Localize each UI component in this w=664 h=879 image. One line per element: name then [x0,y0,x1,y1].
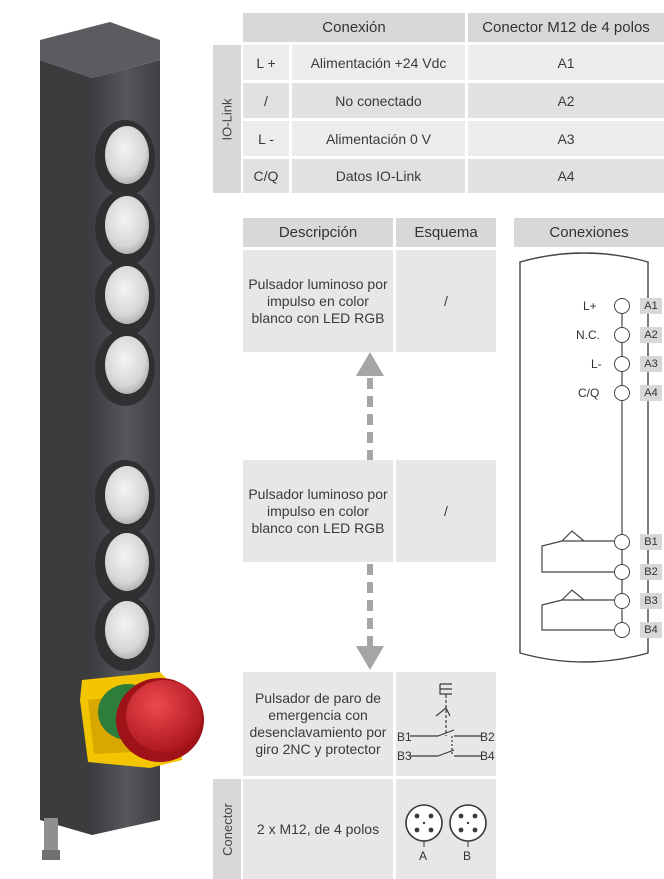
emergency-stop-schema [410,683,482,757]
item-1-schema: / [396,250,496,352]
desc-header-description: Descripción [243,218,393,247]
pin-row-2-pin: / [243,83,289,118]
schema-label-b4: B4 [480,749,495,763]
connector-description: 2 x M12, de 4 polos [243,779,393,879]
io-link-side-label: IO-Link [213,45,241,193]
terminal-b1 [614,534,630,550]
pin-row-4-desc: Datos IO-Link [292,159,465,193]
terminal-b2 [614,564,630,580]
item-2-schema: / [396,460,496,562]
pin-table-header-connection: Conexión [243,13,465,42]
light-buttons [95,120,155,671]
connection-label-lplus: L+ [583,299,597,313]
pin-row-3-contact: A3 [468,121,664,156]
pin-row-3-pin: L - [243,121,289,156]
pin-row-1-pin: L + [243,45,289,80]
dashed-double-arrow [356,352,384,670]
terminal-b4 [614,622,630,638]
terminal-a3 [614,356,630,372]
connector-side-label: Conector [213,779,241,879]
schema-label-b1: B1 [397,730,412,744]
terminal-a2 [614,327,630,343]
tag-a1: A1 [640,298,662,314]
connection-label-lminus: L- [591,357,602,371]
schema-label-b2: B2 [480,730,495,744]
pin-row-1-desc: Alimentación +24 Vdc [292,45,465,80]
tag-b3: B3 [640,593,662,609]
connection-label-cq: C/Q [578,386,600,400]
pin-row-4-pin: C/Q [243,159,289,193]
item-2-description: Pulsador luminoso por impulso en color b… [243,460,393,562]
terminal-a4 [614,385,630,401]
emergency-stop-button [80,672,204,768]
desc-header-schema: Esquema [396,218,496,247]
desc-header-connections: Conexiones [514,218,664,247]
connector-label-b: B [463,849,472,863]
tag-b4: B4 [640,622,662,638]
tag-a4: A4 [640,385,662,401]
pin-table-header-connector: Conector M12 de 4 polos [468,13,664,42]
pin-row-2-contact: A2 [468,83,664,118]
product-image [40,22,204,860]
pin-row-4-contact: A4 [468,159,664,193]
item-1-description: Pulsador luminoso por impulso en color b… [243,250,393,352]
schema-label-b3: B3 [397,749,412,763]
tag-b2: B2 [640,564,662,580]
connection-label-nc: N.C. [576,328,600,342]
pin-row-2-desc: No conectado [292,83,465,118]
m12-connector-icons [405,804,487,847]
item-3-description: Pulsador de paro de emergencia con desen… [243,672,393,776]
tag-a2: A2 [640,327,662,343]
connector-label-a: A [419,849,428,863]
terminal-a1 [614,298,630,314]
pin-row-1-contact: A1 [468,45,664,80]
tag-a3: A3 [640,356,662,372]
pin-row-3-desc: Alimentación 0 V [292,121,465,156]
tag-b1: B1 [640,534,662,550]
terminal-b3 [614,593,630,609]
